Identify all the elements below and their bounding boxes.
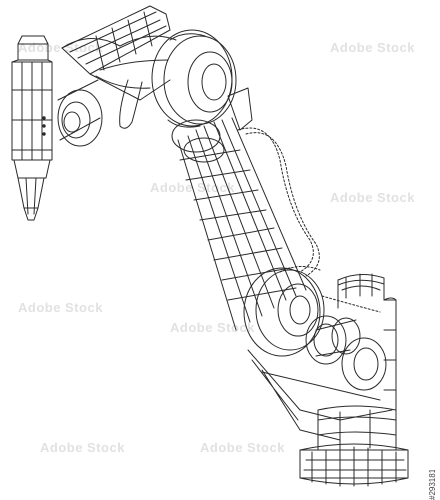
stock-id-label: #293181431 xyxy=(428,470,437,500)
robot-base xyxy=(299,405,409,487)
shoulder-joint xyxy=(243,267,393,441)
elbow-joint xyxy=(151,29,237,163)
robot-lower-arm xyxy=(177,87,307,331)
robot-cables xyxy=(237,127,381,313)
robot-tool xyxy=(11,35,53,221)
robot-wrist xyxy=(57,79,103,147)
robot-forearm xyxy=(61,5,177,129)
robot-tower xyxy=(337,273,397,411)
